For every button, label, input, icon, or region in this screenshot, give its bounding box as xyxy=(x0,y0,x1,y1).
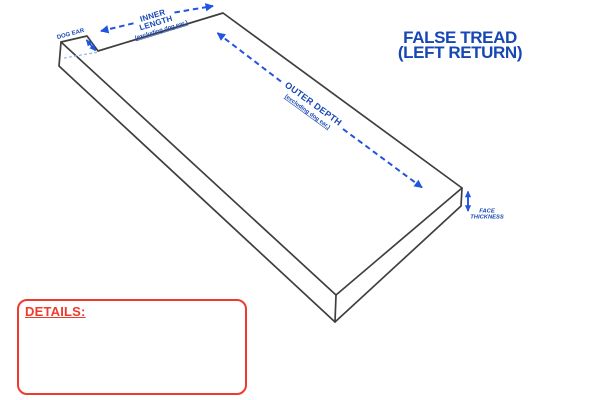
page-title: FALSE TREAD (LEFT RETURN) xyxy=(390,28,530,62)
tread-right-end-edge xyxy=(335,187,463,296)
face-thickness-annotation: FACE THICKNESS xyxy=(464,190,504,221)
page-title-line2: (LEFT RETURN) xyxy=(397,43,523,62)
dog-ear-arrow-icon xyxy=(85,39,97,52)
outer-depth-arrow-upper-icon xyxy=(216,32,282,83)
dog-ear-hidden-edge xyxy=(63,51,98,59)
face-thickness-label-line2: THICKNESS xyxy=(470,215,504,221)
inner-length-arrow-left-icon xyxy=(100,21,138,34)
face-thickness-label-line1: FACE xyxy=(479,209,496,215)
details-heading: DETAILS: xyxy=(25,304,86,319)
tread-bottom-corner-edge xyxy=(334,294,337,323)
page-title-line1: FALSE TREAD xyxy=(403,28,517,47)
details-box: DETAILS: xyxy=(17,299,247,395)
inner-length-arrow-right-icon xyxy=(174,3,214,14)
tread-silhouette xyxy=(58,12,463,323)
tread-front-top-edge xyxy=(60,41,337,296)
tread-slab xyxy=(58,12,463,323)
outer-depth-arrow-lower-icon xyxy=(342,128,423,189)
